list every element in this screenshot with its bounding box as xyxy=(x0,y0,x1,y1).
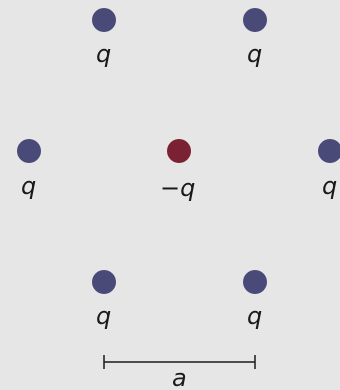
charge-top-right xyxy=(243,8,267,32)
charge-center xyxy=(167,139,191,163)
charge-label-top-left: q xyxy=(96,40,112,68)
charge-label-middle-right: q xyxy=(322,172,338,200)
charge-bottom-left xyxy=(92,270,116,294)
scale-bar-label: a xyxy=(172,364,187,390)
charge-top-left xyxy=(92,8,116,32)
charge-middle-right xyxy=(318,139,340,163)
charge-label-bottom-right: q xyxy=(247,302,263,330)
charge-label-top-right: q xyxy=(247,40,263,68)
charge-label-middle-left: q xyxy=(21,172,37,200)
charge-label-bottom-left: q xyxy=(96,302,112,330)
charge-middle-left xyxy=(17,139,41,163)
charge-label-center: −q xyxy=(160,174,196,202)
charge-bottom-right xyxy=(243,270,267,294)
